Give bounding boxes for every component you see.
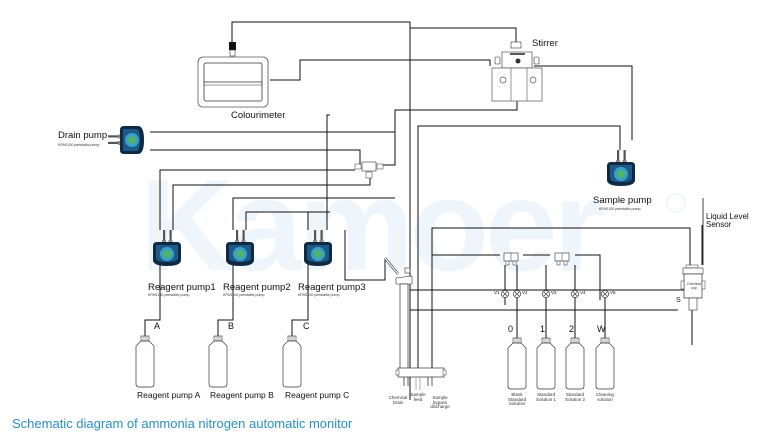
diagram-caption: Schematic diagram of ammonia nitrogen au… bbox=[12, 416, 353, 431]
overflow-port-s: S bbox=[676, 297, 681, 304]
sample-pump bbox=[607, 150, 635, 186]
tube-pump3-to-stirrer bbox=[344, 230, 386, 281]
reagent-pump-1-model: KPAS100 peristaltic pump bbox=[148, 293, 190, 297]
solution-label-0: Blank Standard Solution bbox=[507, 392, 527, 407]
valve-label-v2: V2 bbox=[522, 290, 528, 295]
valve-label-v5: V5 bbox=[610, 290, 616, 295]
valve-v3 bbox=[542, 290, 550, 298]
tube-pump1 bbox=[159, 169, 355, 230]
reagent-pump-1 bbox=[153, 230, 181, 266]
reagent-pump-2-model: KPAS100 peristaltic pump bbox=[223, 293, 265, 297]
drain-pump bbox=[108, 126, 144, 154]
colourimeter bbox=[197, 42, 269, 108]
stirrer-label: Stirrer bbox=[532, 38, 558, 49]
drain-pump-label: Drain pump bbox=[58, 130, 108, 141]
reagent-bottle-a bbox=[135, 335, 155, 388]
tube-manifold-right bbox=[575, 254, 601, 300]
solution-line-1: 1 bbox=[540, 324, 546, 334]
valve-label-v4: V4 bbox=[580, 290, 586, 295]
tube-pump3-out bbox=[326, 114, 330, 230]
solution-bottle-w bbox=[595, 337, 615, 390]
tube-stirrer-right bbox=[534, 65, 633, 140]
valve-label-v3: V3 bbox=[551, 290, 557, 295]
tube-pump2 bbox=[232, 197, 395, 230]
tubing bbox=[144, 21, 703, 400]
reagent-pump-3-label: Reagent pump3 bbox=[298, 282, 366, 293]
bottle-label-a: Reagent pump A bbox=[137, 390, 201, 400]
liquid-level-sensor-label: Liquid Level Sensor bbox=[706, 213, 749, 229]
solution-line-w: W bbox=[597, 324, 606, 334]
port-label-sample-feed: Sample feed bbox=[410, 392, 426, 402]
colourimeter-label: Colourimeter bbox=[231, 110, 286, 121]
line-label-c: C bbox=[303, 321, 310, 331]
port-label-chemical-drain: Chemical Drain bbox=[388, 395, 408, 405]
sample-pump-label: Sample pump bbox=[593, 195, 652, 206]
tube-colourimeter-to-stirrer bbox=[270, 59, 491, 81]
reagent-pump-2 bbox=[226, 230, 254, 266]
valve-v5 bbox=[601, 290, 609, 298]
tube-stirrer-top bbox=[409, 22, 517, 42]
line-label-a: A bbox=[154, 321, 161, 331]
tube-pump1-out bbox=[172, 172, 371, 230]
solution-bottle-2 bbox=[565, 337, 585, 390]
tube-drain-top bbox=[150, 95, 518, 133]
solution-label-2: Standard Solution 2 bbox=[564, 392, 585, 402]
solution-label-1: Standard Solution 1 bbox=[535, 392, 556, 402]
stirrer bbox=[491, 41, 543, 102]
overflow-cup-label: Overflow cup bbox=[686, 282, 702, 290]
solution-bottle-0 bbox=[507, 337, 527, 390]
tube-sample-pump-out bbox=[417, 125, 621, 370]
overflow-cup bbox=[680, 198, 706, 311]
valve-v2 bbox=[513, 290, 521, 298]
tube-reagent-c bbox=[291, 260, 309, 337]
tube-pump2-b bbox=[245, 211, 330, 230]
bottle-label-b: Reagent pump B bbox=[210, 390, 274, 400]
solution-line-2: 2 bbox=[569, 324, 575, 334]
reagent-pump-3-model: KPAS100 peristaltic pump bbox=[298, 293, 340, 297]
valve-v4 bbox=[571, 290, 579, 298]
reagent-bottle-c bbox=[282, 335, 302, 388]
tube-reagent-a bbox=[144, 260, 161, 337]
tee-connector bbox=[354, 161, 384, 179]
tube-reagent-b bbox=[217, 260, 234, 337]
tube-drain-bottom bbox=[150, 149, 361, 165]
manifold bbox=[395, 367, 447, 390]
reagent-pump-3 bbox=[304, 230, 332, 266]
solution-label-w: Cleaning solution bbox=[596, 392, 614, 402]
sample-pump-model: KPAS100 peristaltic pump bbox=[599, 207, 641, 211]
port-label-sample-bypass: Sample bypass discharge bbox=[430, 395, 450, 410]
registered-mark bbox=[666, 193, 686, 213]
valve-v1 bbox=[501, 290, 509, 298]
reagent-bottle-b bbox=[208, 335, 228, 388]
tube-colourimeter-top bbox=[231, 21, 411, 400]
drain-pump-model: KPAS100 peristaltic pump bbox=[58, 143, 100, 147]
reaction-column bbox=[384, 257, 413, 370]
reagent-pump-1-label: Reagent pump1 bbox=[148, 282, 216, 293]
sensor-label-line2: Sensor bbox=[706, 220, 732, 229]
bottle-label-c: Reagent pump C bbox=[285, 390, 350, 400]
reagent-pump-2-label: Reagent pump2 bbox=[223, 282, 291, 293]
solution-line-0: 0 bbox=[508, 324, 514, 334]
valve-block-2 bbox=[554, 252, 570, 266]
solution-bottle-1 bbox=[536, 337, 556, 390]
sensor-label-line1: Liquid Level bbox=[706, 212, 749, 221]
tube-drain-branch bbox=[380, 114, 396, 166]
line-label-b: B bbox=[228, 321, 235, 331]
valve-label-v1: V1 bbox=[494, 290, 500, 295]
tube-overflow-top bbox=[431, 227, 691, 368]
valve-block-1 bbox=[503, 252, 519, 266]
